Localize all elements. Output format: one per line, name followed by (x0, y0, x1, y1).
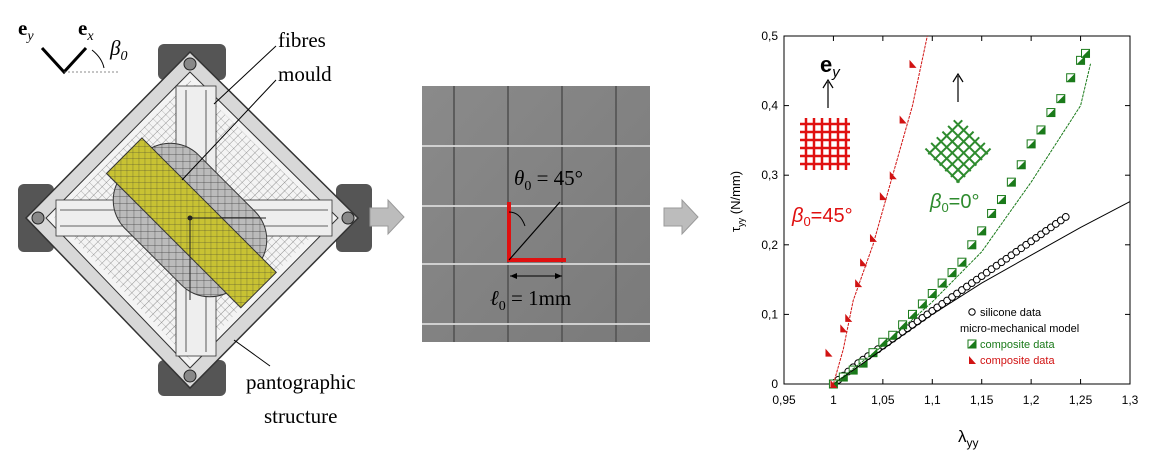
composite-red-data-point (860, 258, 868, 267)
composite-green-data-fill (1076, 56, 1085, 65)
x-tick-label: 1,25 (1069, 393, 1093, 407)
composite-green-data-fill (1017, 160, 1026, 169)
composite-green-data-fill (987, 209, 996, 218)
fibres-leader (213, 45, 277, 105)
rig-panel: ey ex β0 fibres mould pantographic struc… (0, 0, 380, 459)
model-curve (833, 63, 1091, 385)
x-tick-label: 1,2 (1023, 393, 1040, 407)
composite-green-data-fill (888, 331, 897, 340)
composite-red-data-point (879, 192, 887, 201)
composite-green-data-fill (1037, 125, 1046, 134)
composite-green-data-fill (997, 195, 1006, 204)
fibres-label: fibres (278, 28, 326, 52)
x-tick-label: 1,05 (871, 393, 895, 407)
composite-green-data-fill (1046, 108, 1055, 117)
composite-red-data-point (855, 279, 863, 288)
composite-red-data-point (889, 171, 897, 180)
x-tick-label: 0,95 (772, 393, 796, 407)
composite-green-data-fill (898, 320, 907, 329)
pantographic-leader (233, 339, 271, 367)
x-axis-label: λyy (958, 427, 979, 450)
composite-red-data-point (825, 348, 833, 357)
legend-label: micro-mechanical model (960, 323, 1079, 335)
y-tick-label: 0,3 (761, 168, 778, 182)
y-tick-label: 0 (771, 377, 778, 391)
silicone-data-point (1061, 213, 1070, 221)
y-axis-label: τyy (N/mm) (728, 171, 746, 232)
beta45-label: β0=45° (791, 205, 853, 229)
micrograph-image (422, 86, 650, 342)
composite-red-data-point (845, 313, 853, 322)
composite-green-data-fill (938, 279, 947, 288)
micrograph-panel: θ0 = 45° ℓ0 = 1mm (422, 86, 650, 342)
legend-label: composite data (980, 355, 1055, 367)
composite-green-data-fill (957, 258, 966, 267)
composite-green-data-fill (839, 373, 848, 382)
composite-green-data-fill (977, 226, 986, 235)
composite-green-data-fill (908, 310, 917, 319)
mould-leader (181, 79, 277, 181)
green-fibre-grid-icon (924, 119, 992, 184)
chart-legend: silicone data micro-mechanical model compo… (960, 307, 1079, 367)
y-tick-label: 0,1 (761, 307, 778, 321)
model-curve (833, 201, 1131, 385)
pantographic-rig-figure (18, 44, 372, 396)
composite-green-data-fill (859, 359, 868, 368)
legend-marker (969, 356, 976, 364)
composite-green-data-fill (967, 240, 976, 249)
x-tick-label: 1,1 (924, 393, 941, 407)
composite-red-data-point (909, 59, 917, 68)
composite-red-data-point (840, 324, 848, 333)
composite-green-data-fill (1027, 139, 1036, 148)
beta-label: β0 (110, 36, 128, 65)
ex-label: ex (78, 16, 94, 45)
red-fibre-grid-icon (800, 118, 850, 170)
structure-label: structure (264, 404, 338, 428)
theta-label: θ0 = 45° (514, 166, 584, 195)
legend-label: composite data (980, 339, 1055, 351)
composite-red-data-point (869, 233, 877, 242)
legend-label: silicone data (980, 307, 1042, 319)
mould-label: mould (278, 62, 332, 86)
chart-panel: 0,95 1 1,05 1,1 1,15 1,2 1,25 1,3 0 0,1 0,2 0,3 0,4 0… (712, 0, 1156, 459)
up-arrow-icon (952, 72, 964, 102)
composite-green-data-fill (1056, 94, 1065, 103)
right-arrow-icon (369, 198, 405, 236)
y-tick-label: 0,4 (761, 99, 778, 113)
composite-red-data-point (899, 115, 907, 124)
x-tick-label: 1,3 (1122, 393, 1139, 407)
pantographic-label: pantographic (246, 370, 356, 394)
y-tick-label: 0,5 (761, 29, 778, 43)
composite-green-data-fill (918, 299, 927, 308)
composite-red-data-point (830, 380, 838, 388)
right-arrow-icon (663, 198, 699, 236)
y-tick-label: 0,2 (761, 238, 778, 252)
stress-stretch-chart: 0,95 1 1,05 1,1 1,15 1,2 1,25 1,3 0 0,1 0,2 0,3 0,4 0… (728, 29, 1139, 450)
x-tick-label: 1,15 (970, 393, 994, 407)
ey-chart-label: ey (820, 52, 841, 81)
x-tick-label: 1 (830, 393, 837, 407)
legend-marker-fill (968, 340, 976, 348)
composite-green-data-fill (1007, 178, 1016, 187)
composite-green-data-fill (948, 268, 957, 277)
basis-vectors (40, 46, 88, 75)
composite-green-data-fill (928, 289, 937, 298)
up-arrow-icon (822, 78, 834, 108)
beta0-label: β0=0° (929, 191, 979, 215)
composite-green-data-fill (1081, 49, 1090, 58)
ell-label: ℓ0 = 1mm (490, 286, 572, 315)
legend-marker (968, 308, 976, 316)
plot-frame (783, 35, 1131, 385)
model-curve (832, 35, 928, 385)
ey-label: ey (18, 16, 34, 45)
composite-green-data-fill (1066, 73, 1075, 82)
